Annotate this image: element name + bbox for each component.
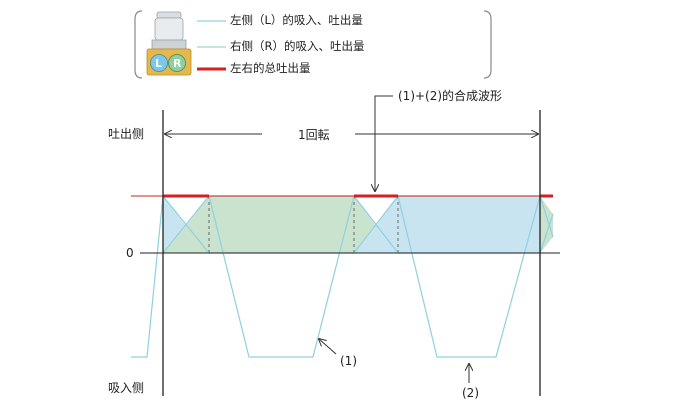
curve-1 — [131, 195, 553, 358]
discharge-side-label: 吐出侧 — [108, 127, 145, 141]
pump-illustration — [146, 10, 196, 78]
legend-text-total: 左右的总吐出量 — [230, 61, 311, 75]
curve2-label: (2) — [462, 386, 479, 400]
fill-left-a — [163, 196, 186, 253]
curve-2-rise — [162, 195, 554, 254]
legend-bracket-right — [483, 10, 492, 79]
fill-right-c — [540, 196, 553, 253]
zero-label: 0 — [126, 246, 134, 260]
pump-letter-l: L — [155, 57, 163, 70]
suction-side-label: 吸入侧 — [108, 381, 145, 395]
legend-bracket-left — [134, 10, 143, 79]
fill-left-main — [398, 196, 540, 253]
composite-label: (1)+(2)的合成波形 — [398, 89, 503, 103]
composite-pointer — [375, 95, 393, 191]
legend-text-right: 右侧（R）的吸入、吐出量 — [230, 39, 365, 53]
fill-right-b — [354, 196, 376, 253]
one-revolution-label: 1回転 — [298, 128, 330, 142]
curve1-label: (1) — [340, 354, 357, 368]
pump-letter-r: R — [173, 57, 182, 70]
fill-right-main — [209, 196, 354, 253]
legend-text-left: 左侧（L）的吸入、吐出量 — [230, 13, 363, 27]
curve1-pointer — [319, 339, 337, 355]
